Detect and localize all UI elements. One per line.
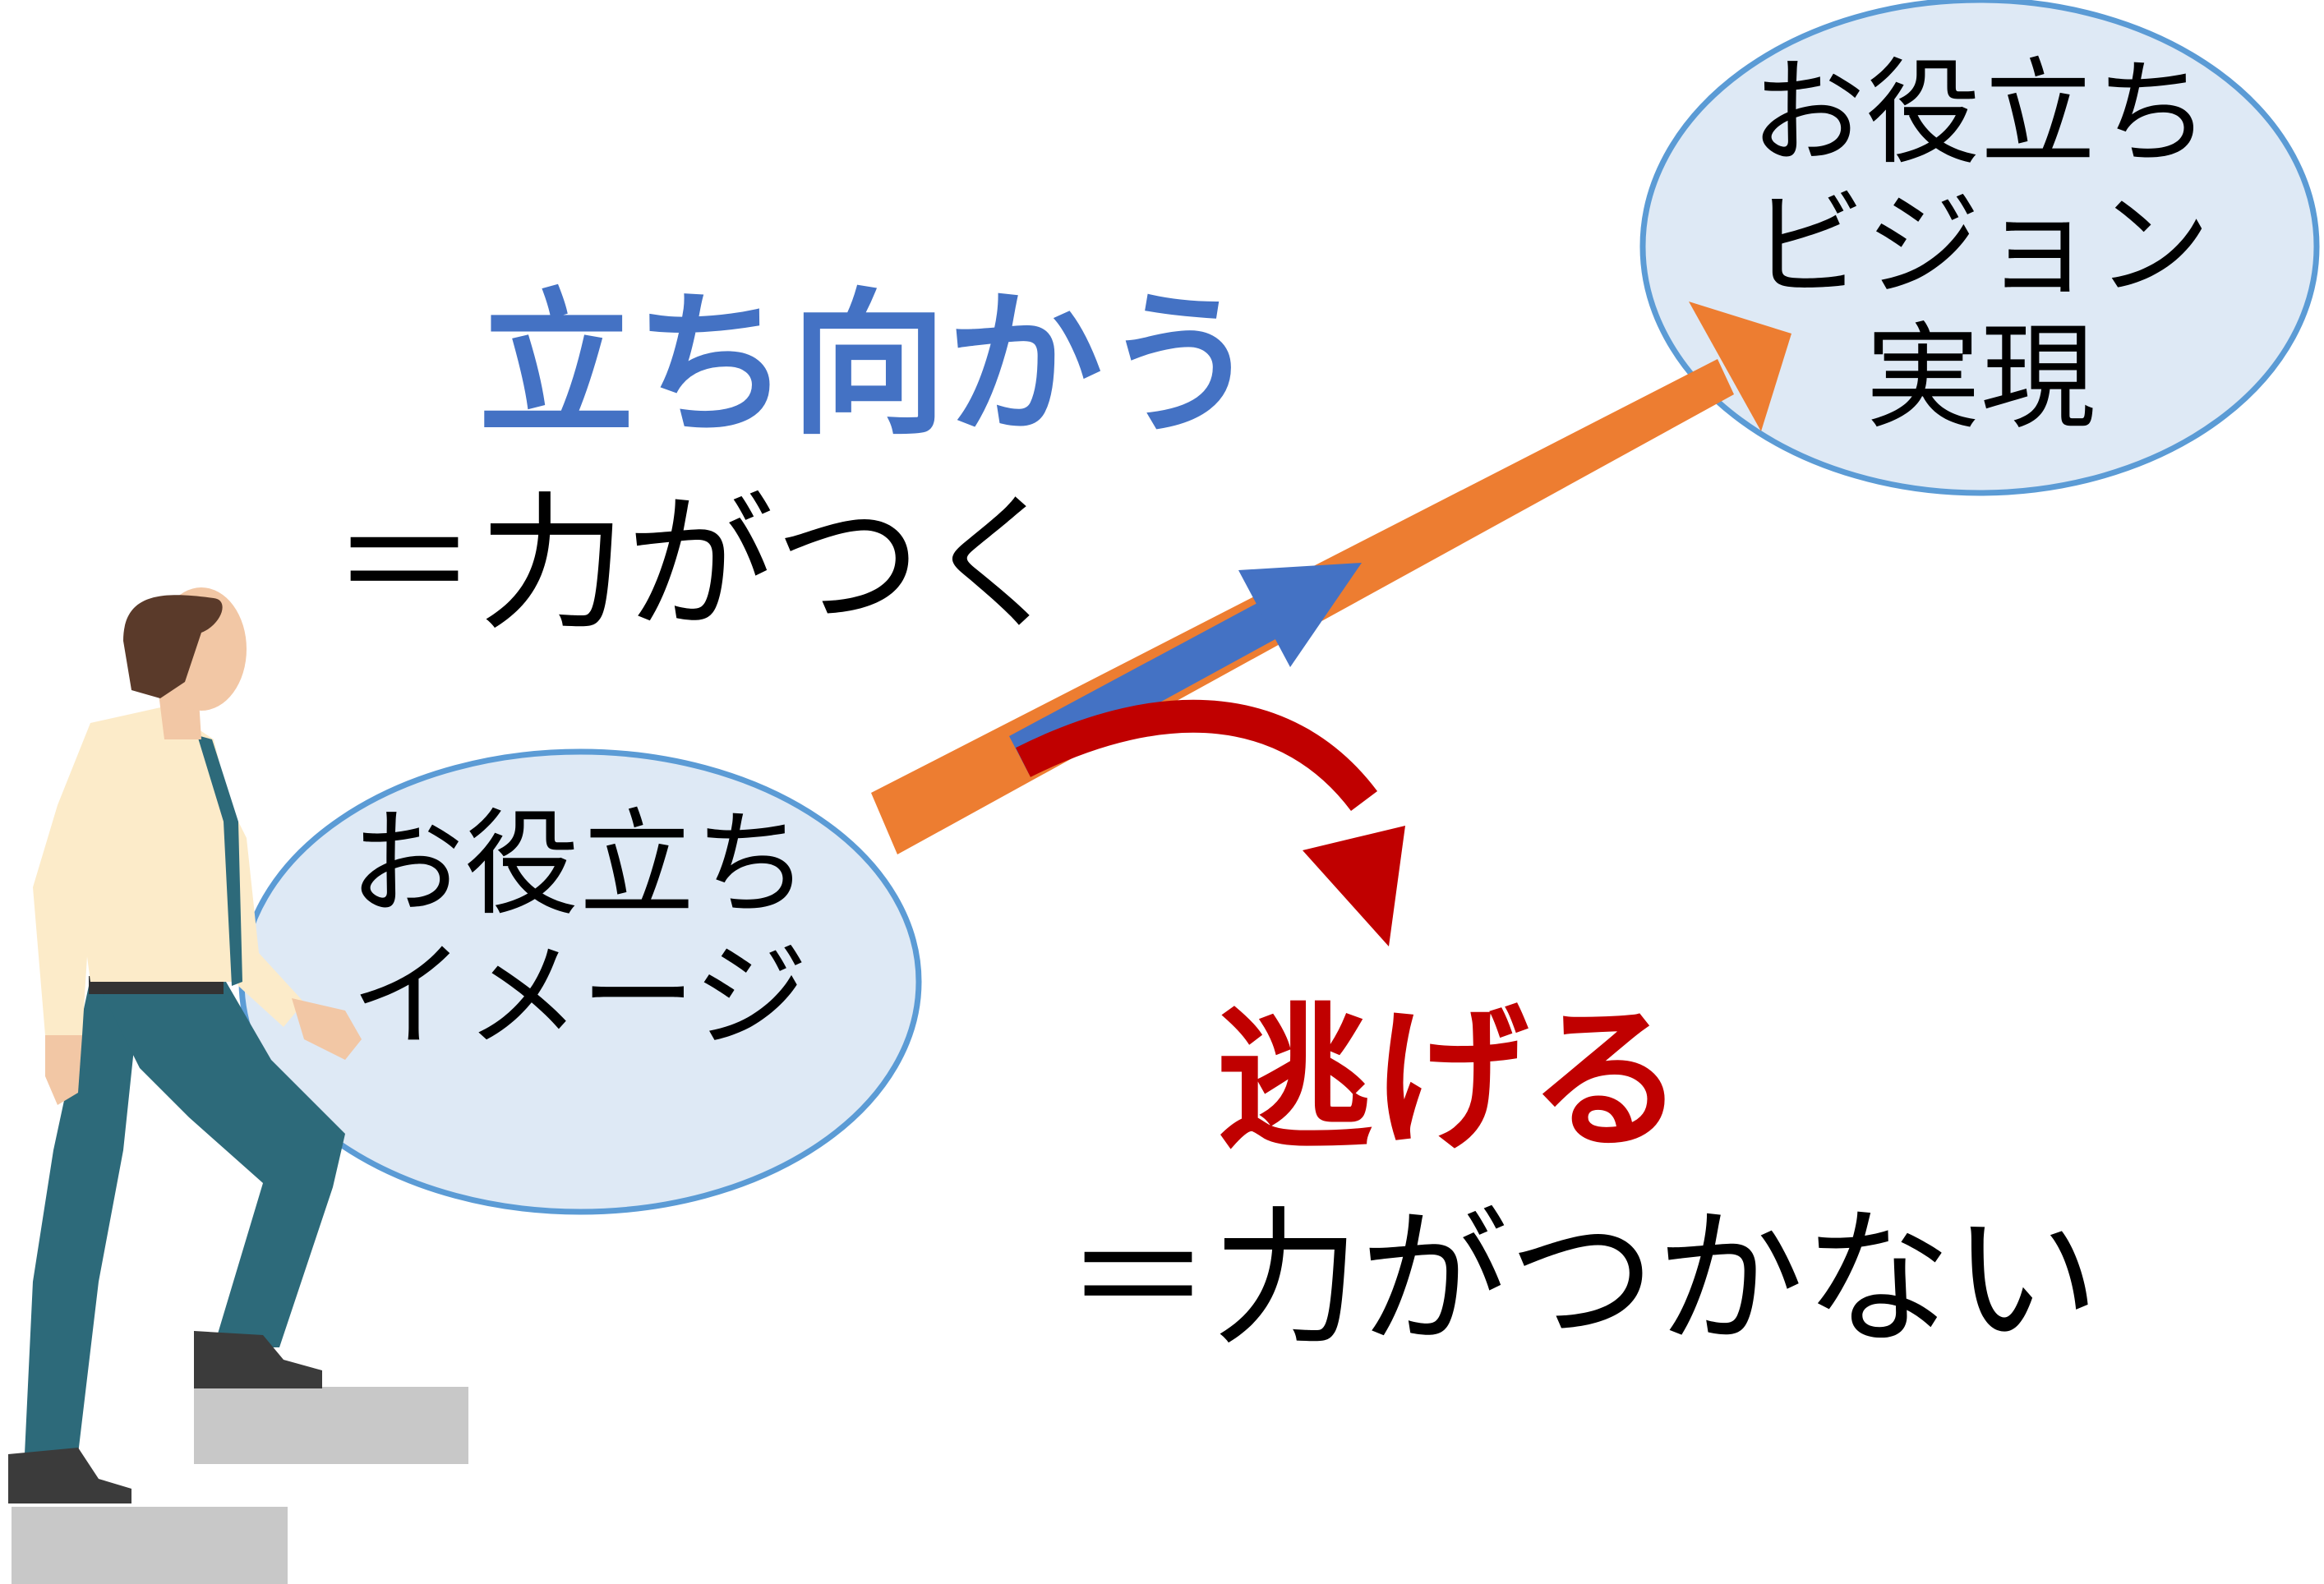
start-bubble-text: お役立ち イメージ bbox=[345, 799, 814, 1063]
stair-step-lower bbox=[12, 1507, 288, 1584]
escape-path-title: 逃げる bbox=[1216, 989, 1685, 1171]
goal-bubble bbox=[1639, 0, 2320, 496]
escape-path-result: ＝力がつかない bbox=[1064, 1194, 2100, 1365]
goal-bubble-text: お役立ち ビジョン 実現 bbox=[1742, 48, 2219, 444]
man-climbing-stairs-icon bbox=[8, 587, 362, 1503]
start-bubble-line-2: イメージ bbox=[350, 930, 809, 1064]
start-bubble-line-1: お役立ち bbox=[348, 798, 809, 932]
face-path-result: ＝力がつく bbox=[330, 479, 1071, 651]
goal-bubble-line-1: お役立ち bbox=[1750, 47, 2211, 181]
goal-bubble-line-2: ビジョン bbox=[1750, 179, 2211, 313]
stair-step-upper bbox=[194, 1387, 468, 1464]
stairs bbox=[12, 1387, 468, 1584]
goal-bubble-line-3: 実現 bbox=[1865, 311, 2096, 445]
face-path-title: 立ち向かう bbox=[478, 274, 1260, 456]
red-escape-arrow bbox=[1016, 699, 1405, 946]
